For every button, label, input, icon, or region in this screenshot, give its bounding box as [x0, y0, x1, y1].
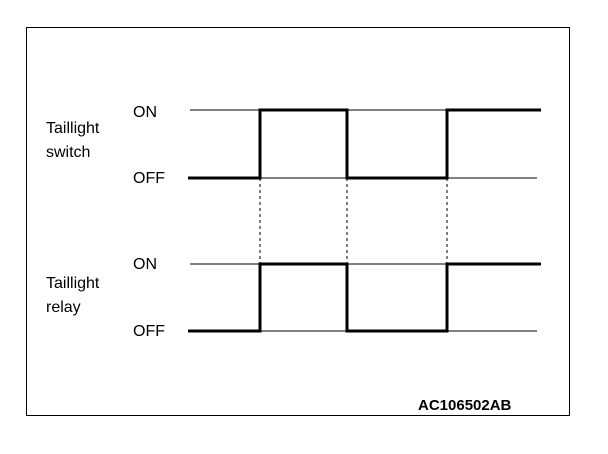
switch-off-label: OFF — [133, 170, 165, 187]
switch-name-line1: Taillight — [46, 120, 100, 137]
relay-on-label: ON — [133, 256, 157, 273]
figure-code: AC106502AB — [418, 397, 512, 414]
relay-name-line1: Taillight — [46, 275, 100, 292]
switch-on-label: ON — [133, 104, 157, 121]
switch-name-line2: switch — [46, 144, 90, 161]
relay-name-line2: relay — [46, 299, 81, 316]
switch-waveform — [188, 108, 541, 180]
relay-waveform — [188, 262, 541, 333]
diagram-frame — [26, 27, 570, 416]
relay-off-label: OFF — [133, 323, 165, 340]
